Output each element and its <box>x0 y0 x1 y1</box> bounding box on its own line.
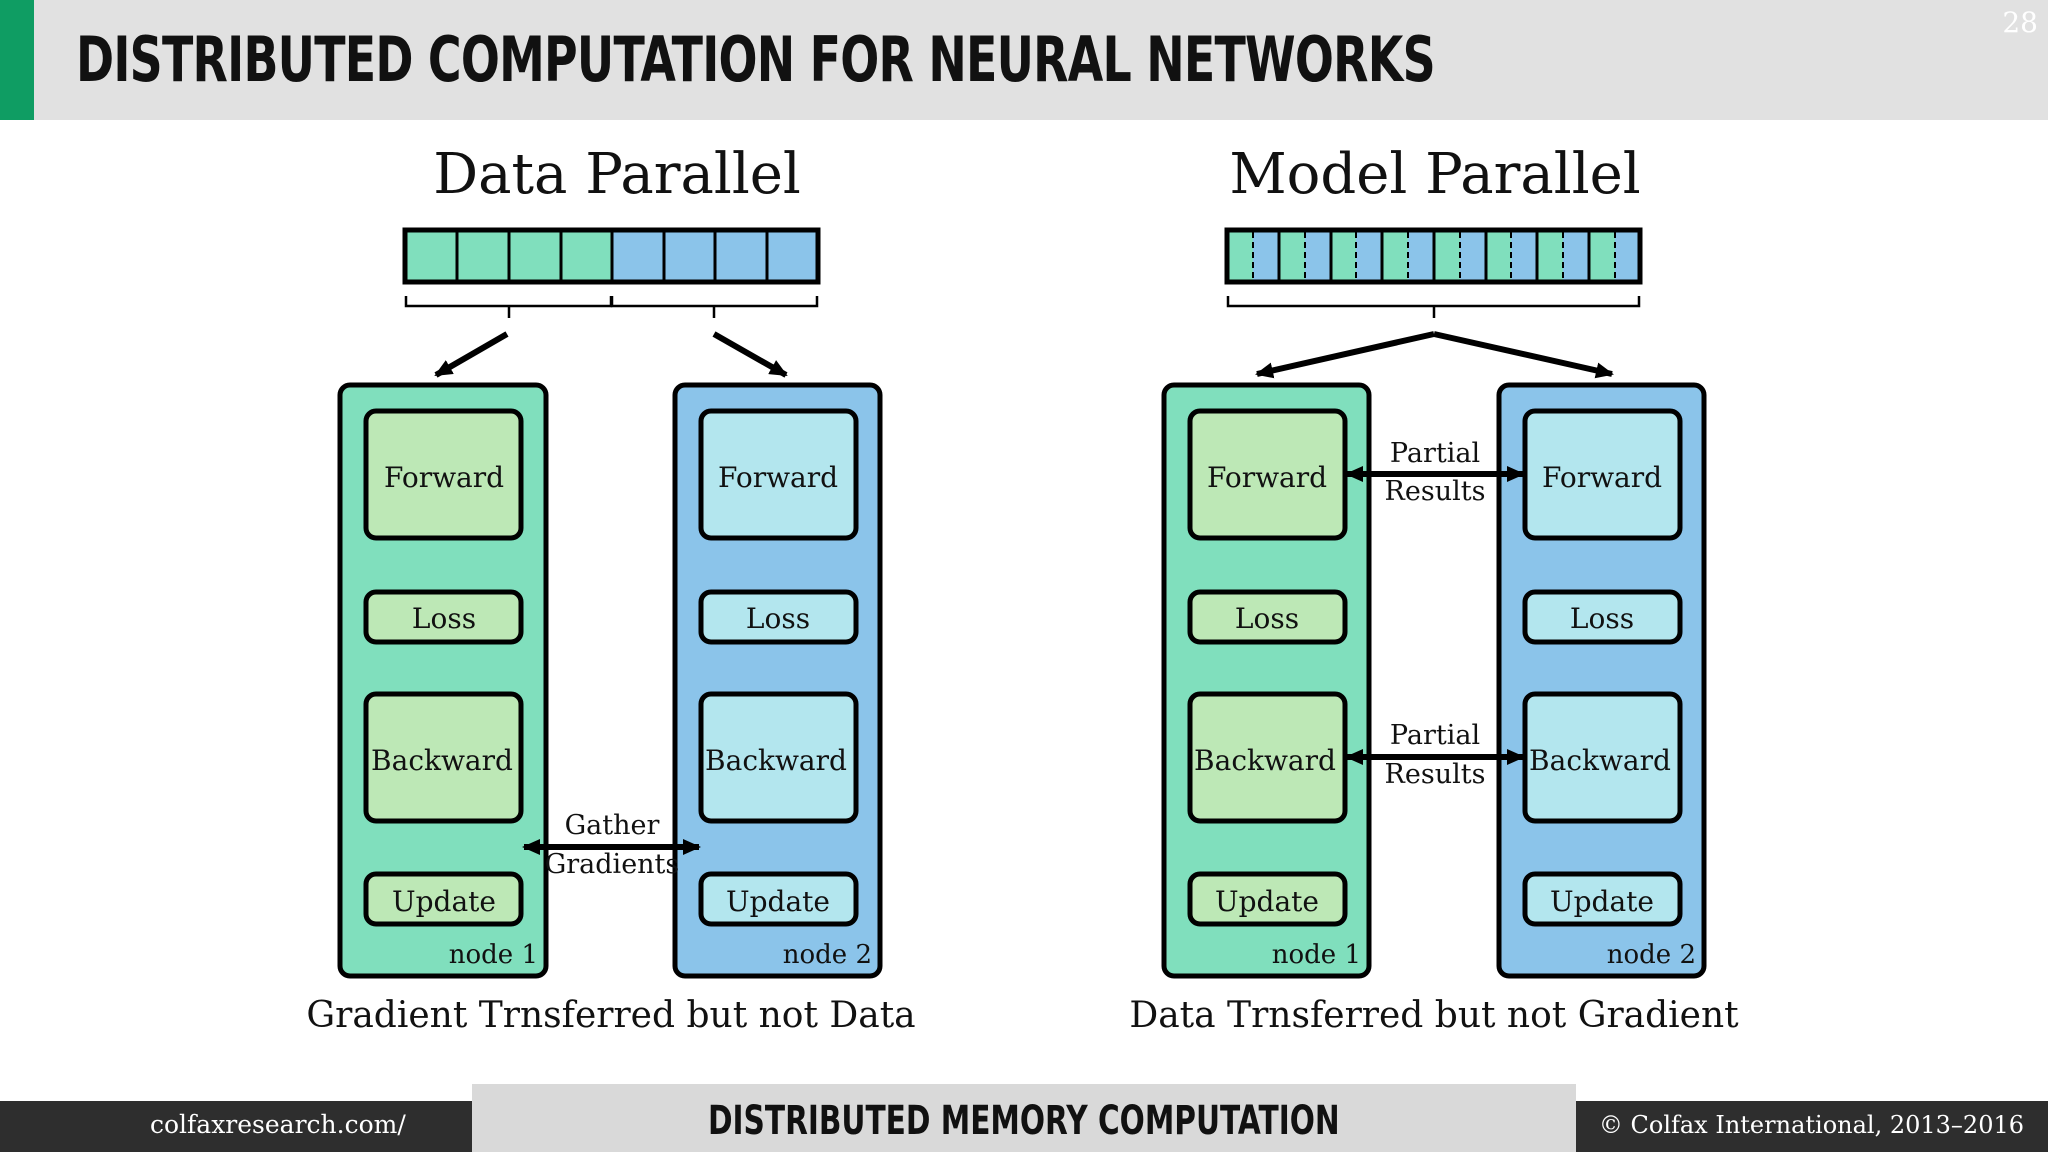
batch-cell-half <box>1408 230 1434 282</box>
backward-box <box>1522 691 1683 824</box>
batch-cell-half <box>1537 230 1563 282</box>
brace-left <box>404 296 613 318</box>
footer-section-title: DISTRIBUTED MEMORY COMPUTATION <box>472 1098 1576 1144</box>
batch-cell-half <box>1615 230 1640 282</box>
split-arrow-right <box>712 331 788 378</box>
batch-cell-dividers <box>1277 230 1591 282</box>
batch-cell <box>610 228 666 284</box>
update-label: Update <box>392 885 496 918</box>
update-box <box>363 871 524 927</box>
loss-label: Loss <box>1235 602 1299 635</box>
update-label: Update <box>726 885 830 918</box>
brace-full <box>1226 296 1641 318</box>
batch-cell-half <box>1279 230 1305 282</box>
backward-label: Backward <box>371 744 513 777</box>
footer-copyright: © Colfax International, 2013–2016 <box>1598 1111 2024 1139</box>
footer-section-text: DISTRIBUTED MEMORY COMPUTATION <box>708 1098 1340 1144</box>
model-parallel-section: Model Parallel <box>1129 142 1739 1036</box>
batch-cell-half <box>1253 230 1279 282</box>
loss-box <box>1522 589 1683 645</box>
forward-box <box>1522 408 1683 541</box>
forward-label: Forward <box>1207 461 1327 494</box>
batch-cell <box>507 228 563 284</box>
backward-box <box>698 691 859 824</box>
forward-box <box>363 408 524 541</box>
loss-box <box>698 589 859 645</box>
loss-box <box>363 589 524 645</box>
batch-cell-half <box>1331 230 1356 282</box>
footer-right-bar: © Colfax International, 2013–2016 <box>1576 1101 2048 1152</box>
batch-cell-half <box>1511 230 1537 282</box>
results-label-forward: Results <box>1385 476 1486 507</box>
backward-box <box>363 691 524 824</box>
mp-node-1: Forward Loss Backward Update node 1 <box>1161 382 1372 979</box>
forward-label: Forward <box>1542 461 1662 494</box>
batch-feature-splits <box>1252 232 1616 280</box>
batch-cell <box>713 228 769 284</box>
gather-label: Gather <box>565 810 660 841</box>
model-parallel-caption: Data Trnsferred but not Gradient <box>1129 995 1739 1036</box>
header-accent-bar <box>0 0 34 120</box>
dp-node-1: Forward Loss Backward Update node 1 <box>337 382 549 979</box>
batch-cell <box>455 228 511 284</box>
loss-label: Loss <box>1570 602 1634 635</box>
model-parallel-batch <box>1224 227 1643 285</box>
forward-label: Forward <box>718 461 838 494</box>
footer-center-bar: DISTRIBUTED MEMORY COMPUTATION <box>472 1084 1576 1152</box>
batch-cell <box>403 228 459 284</box>
loss-label: Loss <box>746 602 810 635</box>
forward-box <box>698 408 859 541</box>
batch-cell-half <box>1382 230 1408 282</box>
update-label: Update <box>1550 885 1654 918</box>
batch-outline <box>402 227 821 285</box>
gradients-label: Gradients <box>545 849 680 880</box>
batch-outline <box>1224 227 1643 285</box>
batch-cell <box>662 228 717 284</box>
batch-cell <box>559 228 614 284</box>
footer-url[interactable]: colfaxresearch.com/ <box>150 1110 406 1139</box>
forward-label: Forward <box>384 461 504 494</box>
update-label: Update <box>1215 885 1319 918</box>
batch-cell-half <box>1356 230 1382 282</box>
batch-cell-half <box>1486 230 1511 282</box>
update-box <box>1522 871 1683 927</box>
data-parallel-section: Data Parallel Forward Loss Backward <box>306 142 915 1036</box>
split-arrow-right <box>1433 331 1614 379</box>
node-label: node 1 <box>449 940 538 970</box>
batch-cell-half <box>1589 230 1615 282</box>
backward-label: Backward <box>705 744 847 777</box>
mp-node-2: Forward Loss Backward Update node 2 <box>1496 382 1707 979</box>
batch-cell-half <box>1434 230 1460 282</box>
brace-right <box>610 296 819 318</box>
node-label: node 2 <box>1607 940 1696 970</box>
results-label-backward: Results <box>1385 759 1486 790</box>
batch-cell <box>765 228 820 284</box>
update-box <box>698 871 859 927</box>
batch-cell-half <box>1563 230 1589 282</box>
page-number: 28 <box>2002 6 2038 39</box>
batch-cell-half <box>1227 230 1253 282</box>
loss-box <box>1187 589 1348 645</box>
split-arrow-left <box>1255 331 1435 379</box>
partial-label-forward: Partial <box>1390 438 1480 469</box>
slide-header: DISTRIBUTED COMPUTATION FOR NEURAL NETWO… <box>0 0 2048 120</box>
update-box <box>1187 871 1348 927</box>
partial-label-backward: Partial <box>1390 720 1480 751</box>
loss-label: Loss <box>412 602 476 635</box>
dp-node-2: Forward Loss Backward Update node 2 <box>672 382 883 979</box>
data-parallel-heading: Data Parallel <box>433 142 801 207</box>
batch-cell-half <box>1460 230 1486 282</box>
slide-title: DISTRIBUTED COMPUTATION FOR NEURAL NETWO… <box>76 23 1436 96</box>
split-arrow-left <box>434 331 509 378</box>
node-label: node 2 <box>783 940 872 970</box>
data-parallel-caption: Gradient Trnsferred but not Data <box>306 995 915 1036</box>
model-parallel-heading: Model Parallel <box>1229 142 1640 207</box>
data-parallel-batch <box>402 227 821 285</box>
node-label: node 1 <box>1272 940 1361 970</box>
backward-label: Backward <box>1194 744 1336 777</box>
batch-cell-half <box>1305 230 1331 282</box>
backward-label: Backward <box>1529 744 1671 777</box>
footer-left-bar: colfaxresearch.com/ <box>0 1101 472 1152</box>
